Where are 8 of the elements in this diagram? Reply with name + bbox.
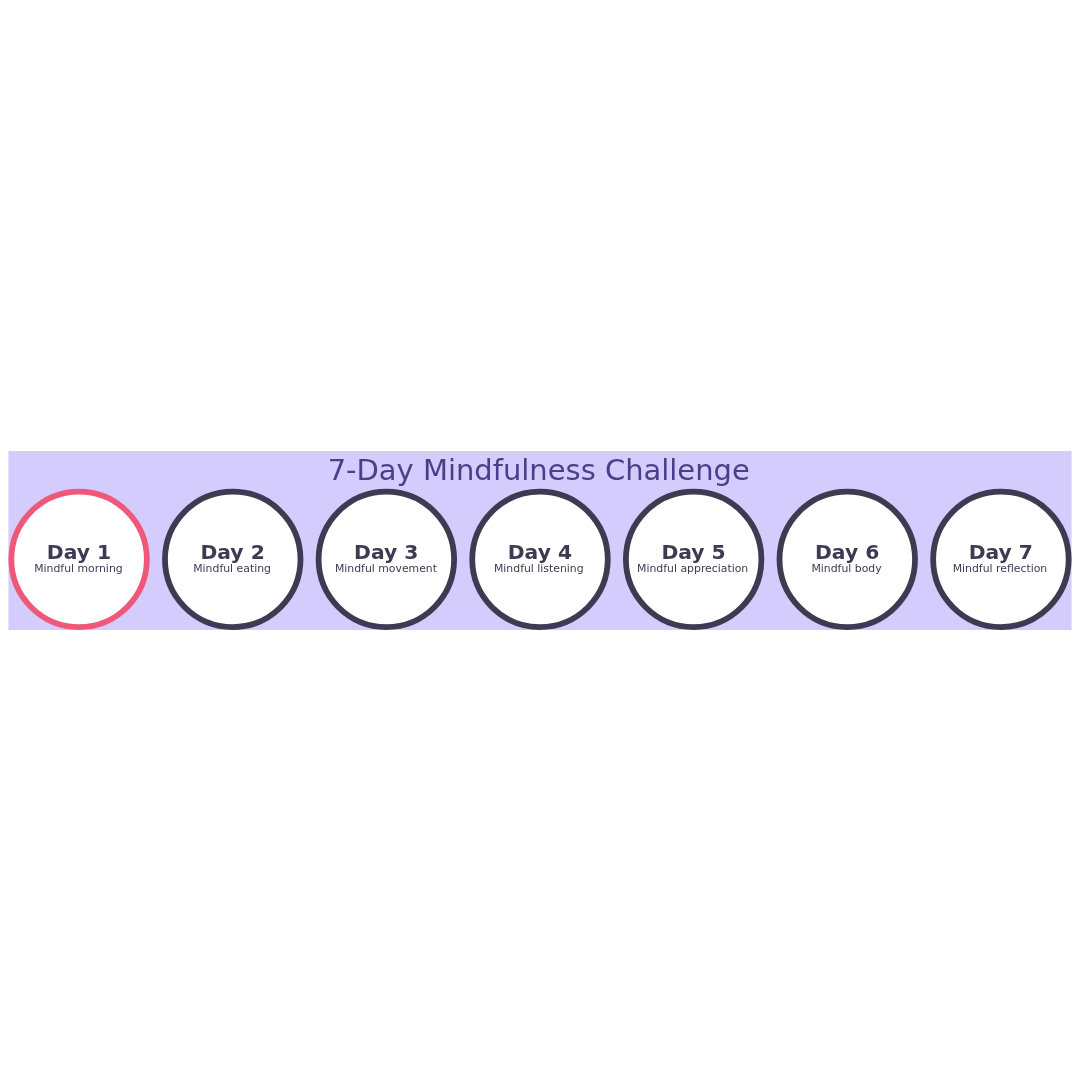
node-circle: Day 3 Mindful movement — [315, 488, 457, 630]
node-circle: Day 4 Mindful listening — [469, 488, 611, 630]
node-circle: Day 1 Mindful morning — [8, 488, 150, 630]
diagram-title: 7-Day Mindfulness Challenge — [327, 452, 750, 487]
node-circle: Day 2 Mindful eating — [162, 488, 304, 630]
node-circle: Day 7 Mindful reflection — [930, 488, 1072, 630]
node-circle: Day 6 Mindful body — [776, 488, 918, 630]
node-circle: Day 5 Mindful appreciation — [623, 488, 765, 630]
